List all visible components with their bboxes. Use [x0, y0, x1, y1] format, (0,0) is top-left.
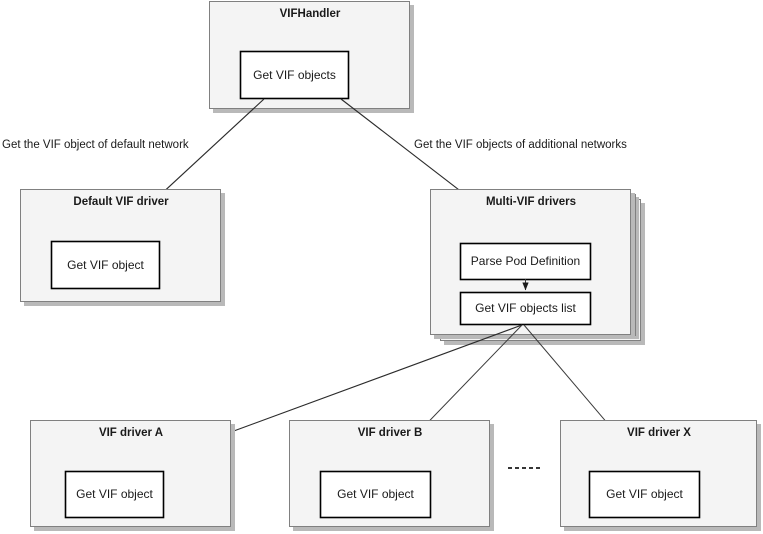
- box-default-get-vif-object[interactable]: [50, 240, 161, 290]
- box-default-get-vif-object-label: Get VIF object: [67, 258, 144, 272]
- panel-vif-driver-x[interactable]: VIF driver X Get VIF object: [560, 420, 762, 532]
- box-driver-x-get-vif-object-label: Get VIF object: [606, 487, 683, 501]
- box-get-vif-objects-list-label: Get VIF objects list: [475, 301, 576, 315]
- panel-vif-driver-a-title: VIF driver A: [99, 427, 163, 439]
- box-get-vif-objects-label: Get VIF objects: [253, 68, 336, 82]
- panel-multi-vif-drivers-title: Multi-VIF drivers: [486, 196, 576, 208]
- edge-label-additional-networks: Get the VIF objects of additional networ…: [414, 139, 627, 151]
- panel-default-vif-driver-title: Default VIF driver: [73, 196, 169, 208]
- box-driver-x-get-vif-object[interactable]: [588, 470, 701, 519]
- panel-vif-driver-a[interactable]: VIF driver A Get VIF object: [30, 420, 236, 532]
- box-driver-a-get-vif-object-label: Get VIF object: [76, 487, 153, 501]
- panel-vif-driver-x-title: VIF driver X: [627, 427, 691, 439]
- box-driver-a-get-vif-object[interactable]: [64, 470, 165, 519]
- panel-default-vif-driver[interactable]: Default VIF driver Get VIF object: [20, 189, 226, 307]
- box-get-vif-objects-list[interactable]: [459, 291, 592, 326]
- box-driver-b-get-vif-object-label: Get VIF object: [337, 487, 414, 501]
- panel-multi-vif-drivers[interactable]: Multi-VIF drivers Parse Pod Definition G…: [430, 189, 646, 346]
- panel-vif-handler-title: VIFHandler: [280, 8, 341, 20]
- panel-vif-driver-b[interactable]: VIF driver B Get VIF object: [289, 420, 495, 532]
- box-parse-pod-definition[interactable]: [459, 242, 592, 281]
- edge-label-default-network: Get the VIF object of default network: [2, 139, 189, 151]
- panel-vif-driver-b-title: VIF driver B: [358, 427, 423, 439]
- box-driver-b-get-vif-object[interactable]: [319, 470, 432, 519]
- box-parse-pod-definition-label: Parse Pod Definition: [471, 254, 580, 268]
- panel-vif-handler[interactable]: VIFHandler Get VIF objects: [209, 1, 415, 114]
- box-get-vif-objects[interactable]: [239, 50, 350, 100]
